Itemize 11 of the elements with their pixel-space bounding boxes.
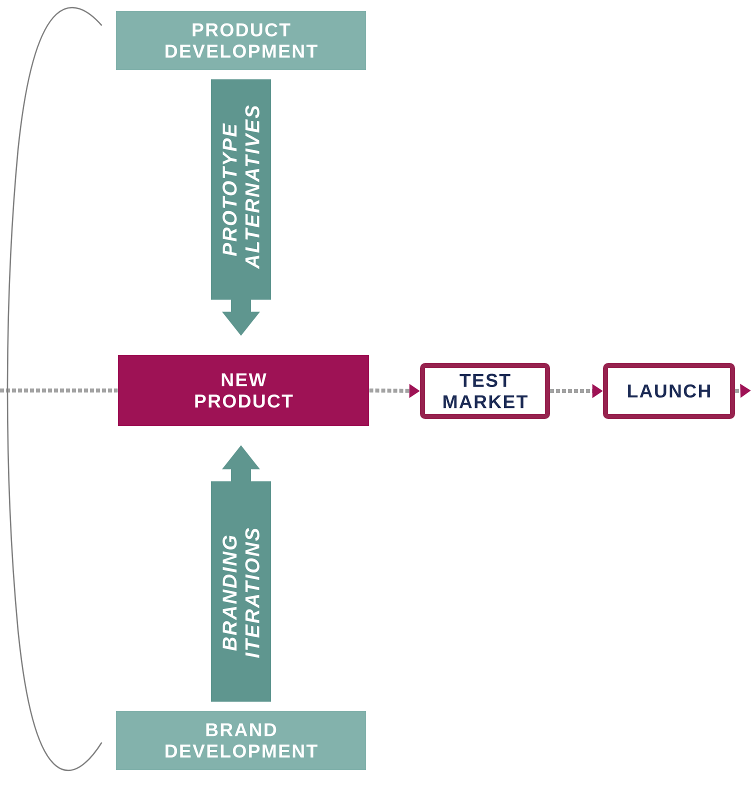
dotted-connector [0, 388, 118, 392]
edge-label: BRANDING ITERATIONS [222, 528, 260, 658]
step-box: LAUNCH [603, 363, 735, 419]
curved-connector [6, 7, 102, 771]
process-box: PRODUCT DEVELOPMENT [116, 11, 366, 70]
step-box: TEST MARKET [420, 363, 550, 419]
block-arrow [211, 79, 271, 336]
process-box: BRAND DEVELOPMENT [116, 711, 366, 770]
product-box: NEW PRODUCT [118, 355, 369, 426]
block-arrow [211, 445, 271, 702]
edge-label: PROTOTYPE ALTERNATIVES [222, 105, 260, 270]
